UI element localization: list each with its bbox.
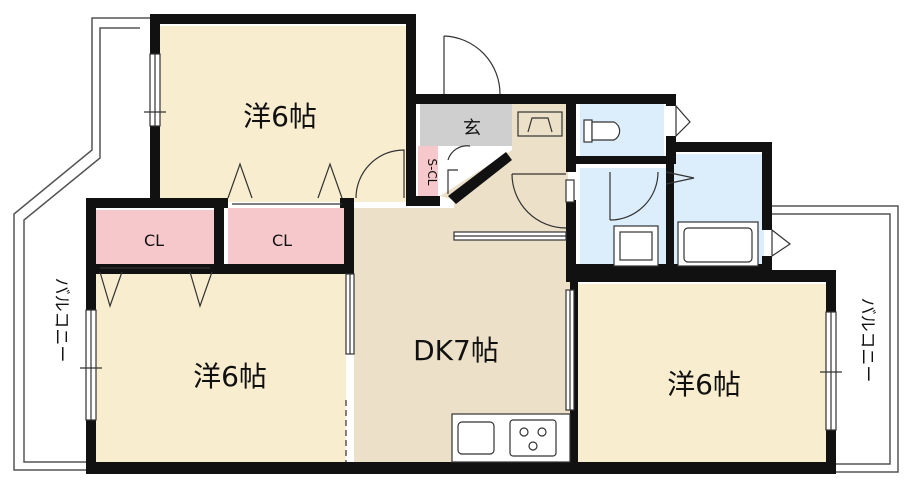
label-closet-right: CL (272, 231, 292, 250)
closet-doors (99, 162, 343, 308)
closet-right (228, 208, 346, 264)
label-dk: DK7帖 (413, 334, 499, 367)
shoe-closet (418, 146, 438, 198)
label-shoe-closet-text: S-CL (425, 158, 439, 185)
room-western-right (578, 284, 826, 462)
entrance-wall (448, 152, 512, 204)
kitchen-counter (451, 413, 571, 463)
doors (355, 104, 792, 258)
windows (80, 53, 842, 431)
label-balcony-right: バルコニー (857, 298, 877, 383)
walls (86, 14, 836, 474)
entrance-step (447, 145, 471, 194)
bathtub (677, 221, 759, 267)
shoe-rack (517, 111, 563, 137)
kitchen-corridor (440, 104, 568, 238)
front-door (443, 35, 501, 95)
room-western-top (160, 26, 408, 202)
entrance-floor (420, 104, 512, 146)
label-entrance: 玄 (463, 118, 481, 139)
balcony-left (13, 17, 152, 471)
washer-space (613, 225, 659, 267)
toilet (583, 119, 621, 143)
closet-left (96, 210, 214, 264)
label-balcony-left: バルコニー (51, 278, 71, 363)
label-western-left: 洋6帖 (193, 360, 267, 393)
label-western-right: 洋6帖 (667, 368, 741, 401)
room-western-left (96, 272, 346, 462)
label-western-top: 洋6帖 (243, 100, 317, 133)
label-closet-left: CL (144, 231, 164, 250)
sliding-doors (345, 179, 575, 462)
balcony-right (770, 205, 899, 473)
